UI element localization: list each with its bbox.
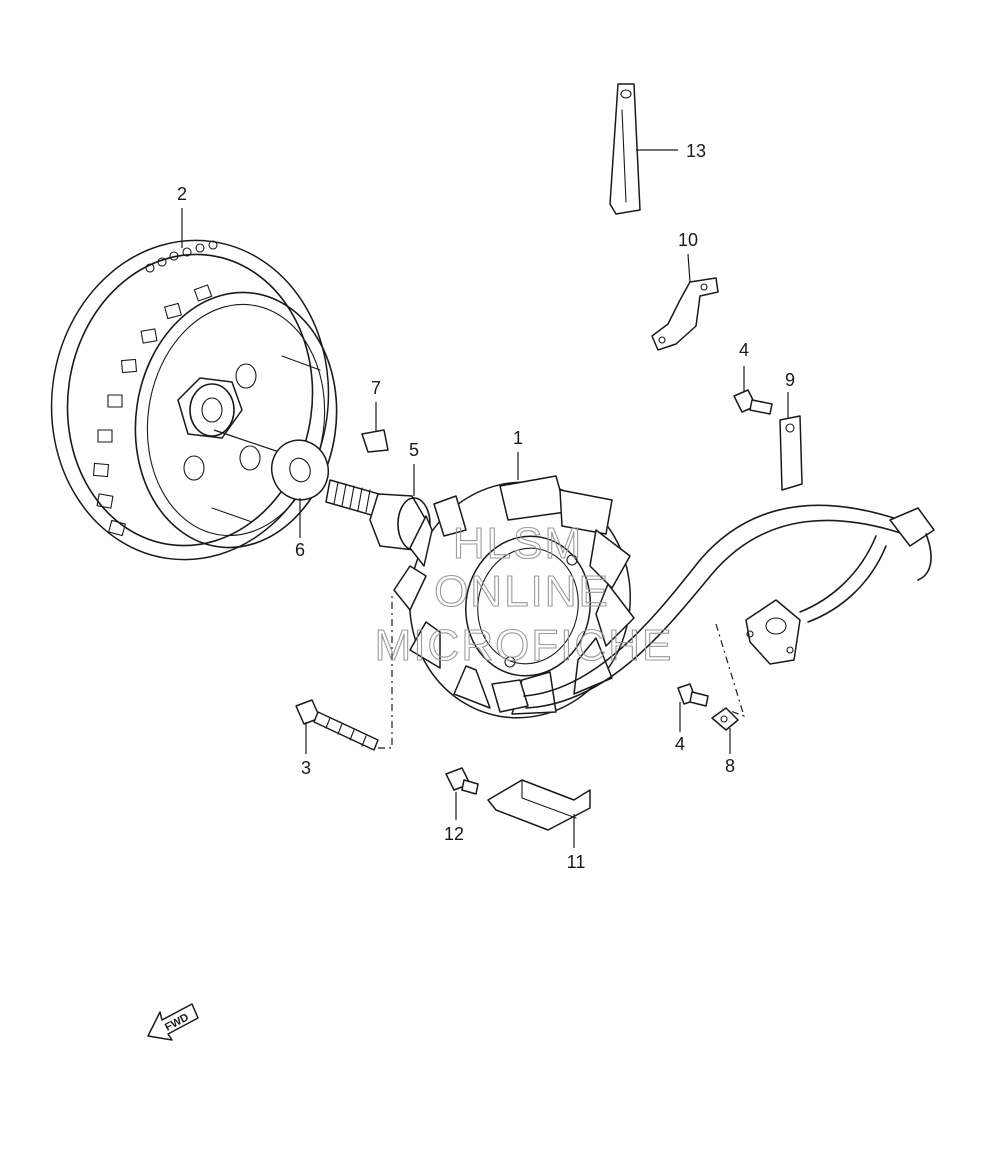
callout-3: 3 (301, 758, 311, 778)
callout-2: 2 (177, 184, 187, 204)
callout-10: 10 (678, 230, 698, 250)
leader-lines (181, 149, 789, 848)
callout-8: 8 (725, 756, 735, 776)
callout-5: 5 (409, 440, 419, 460)
callout-1: 1 (513, 428, 523, 448)
callout-12: 12 (444, 824, 464, 844)
part-13-band (609, 83, 641, 215)
fwd-label: FWD (163, 1011, 191, 1033)
part-7-key (361, 429, 389, 453)
part-4-screw-lower (677, 683, 709, 707)
assembly-line-8 (715, 623, 745, 717)
part-1-stator (393, 475, 635, 719)
part-8-clamp (711, 707, 739, 731)
callout-4-lower: 4 (675, 734, 685, 754)
callout-11: 11 (567, 852, 586, 872)
fwd-arrow-icon: FWD (147, 1003, 199, 1041)
part-4-screw-upper (733, 389, 773, 415)
part-9-clamp (779, 415, 803, 491)
callout-9: 9 (785, 370, 795, 390)
wire-harness (523, 504, 935, 709)
callout-7: 7 (371, 378, 381, 398)
part-2-rotor (50, 239, 338, 561)
pulser-coil (745, 599, 801, 665)
part-12-screw (445, 767, 479, 795)
part-6-washer (271, 439, 329, 501)
part-3-screw (295, 699, 379, 751)
watermark-line-1: HLSM (453, 519, 583, 568)
callout-13: 13 (686, 141, 706, 161)
watermark-line-2: ONLINE (434, 567, 610, 616)
part-11-cover (487, 779, 591, 831)
assembly-line-3 (378, 596, 393, 749)
callout-6: 6 (295, 540, 305, 560)
watermark-line-3: MICROFICHE (375, 621, 674, 670)
callout-4-upper: 4 (739, 340, 749, 360)
watermark: HLSM ONLINE MICROFICHE (374, 518, 674, 670)
part-10-bracket (651, 277, 719, 351)
